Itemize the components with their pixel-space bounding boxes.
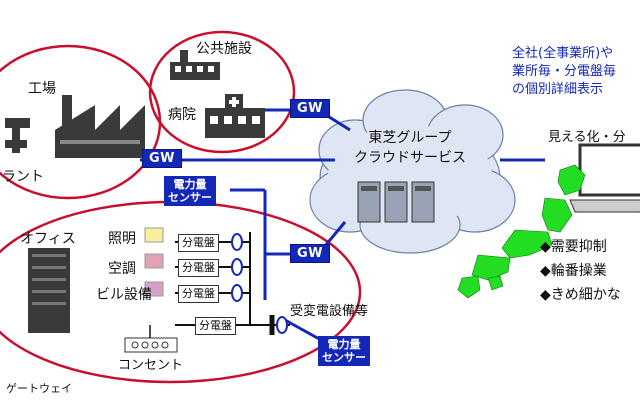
power-sensor-bottom: 電力量 センサー <box>318 336 370 366</box>
bullet-rotation: ◆輪番操業 <box>540 263 607 279</box>
laptop-icon <box>569 143 640 213</box>
lighting-label: 照明 <box>108 231 136 247</box>
japan-map <box>457 164 586 299</box>
bullet-fine-control: ◆きめ細かな <box>540 287 621 303</box>
building-equipment-label: ビル設備 <box>96 287 152 303</box>
gateway-note: ゲートウェイ <box>6 382 72 395</box>
distribution-panel: 分電盤 <box>178 234 219 252</box>
public-facility-icon <box>170 50 220 80</box>
aircon-label: 空調 <box>108 261 136 277</box>
factory-label: 工場 <box>28 81 56 97</box>
detail-line-3: の個別詳細表示 <box>512 82 604 97</box>
building-equipment-icon <box>144 281 164 297</box>
hospital-icon <box>205 94 265 138</box>
gateway-badge-factory: GW <box>142 149 183 168</box>
outlet-icon <box>124 337 178 353</box>
visualize-label: 見える化・分 <box>548 130 626 145</box>
aircon-icon <box>144 253 164 269</box>
plant-icon <box>5 118 30 153</box>
factory-icon <box>55 95 145 158</box>
public-facility-ellipse <box>148 30 296 154</box>
cloud-title: 東芝グループ クラウドサービス <box>354 130 466 166</box>
detail-line-2: 業所毎・分電盤毎 <box>512 64 617 79</box>
public-facility-label: 公共施設 <box>196 41 252 57</box>
gateway-badge-public: GW <box>290 99 331 118</box>
outlet-label: コンセント <box>118 358 184 373</box>
gateway-badge-office: GW <box>290 244 331 263</box>
sensor-rings <box>231 233 288 334</box>
power-sensor-top: 電力量 センサー <box>164 176 216 206</box>
distribution-panel: 分電盤 <box>178 285 219 303</box>
distribution-panel: 分電盤 <box>195 317 236 335</box>
lighting-icon <box>144 227 164 243</box>
substation-label: 受変電設備等 <box>290 304 369 319</box>
server-icon <box>357 181 435 223</box>
office-building-icon <box>28 248 70 333</box>
office-label: オフィス <box>20 231 76 247</box>
plant-label: ラント <box>2 169 44 185</box>
bullet-demand-control: ◆需要抑制 <box>540 239 607 255</box>
detail-line-1: 全社(全事業所)や <box>512 46 614 61</box>
hospital-label: 病院 <box>168 107 196 123</box>
distribution-panel: 分電盤 <box>178 259 219 277</box>
